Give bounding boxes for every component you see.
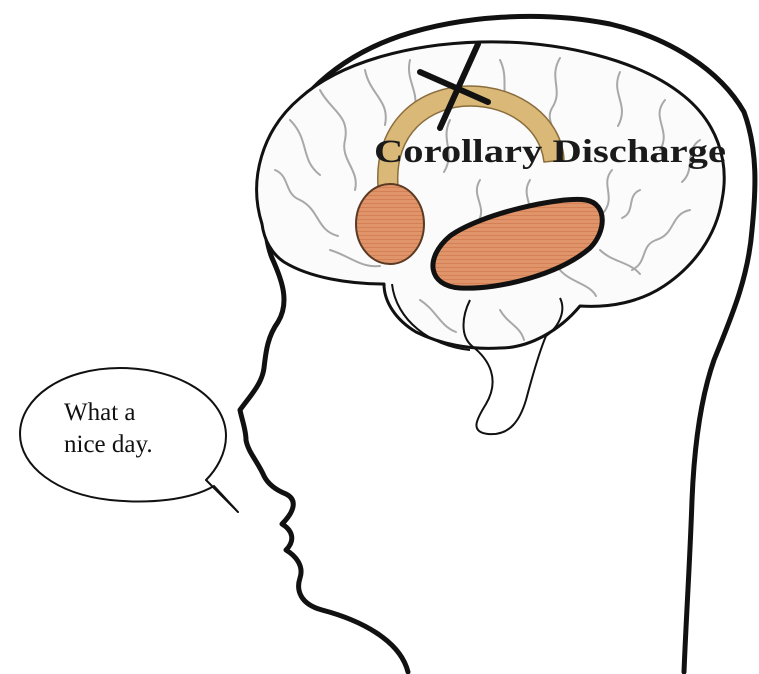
speech-line-1: What a — [64, 399, 135, 426]
speech-line-2: nice day. — [64, 431, 153, 458]
frontal-region — [356, 184, 424, 264]
corollary-discharge-label: Corollary Discharge — [374, 134, 726, 170]
